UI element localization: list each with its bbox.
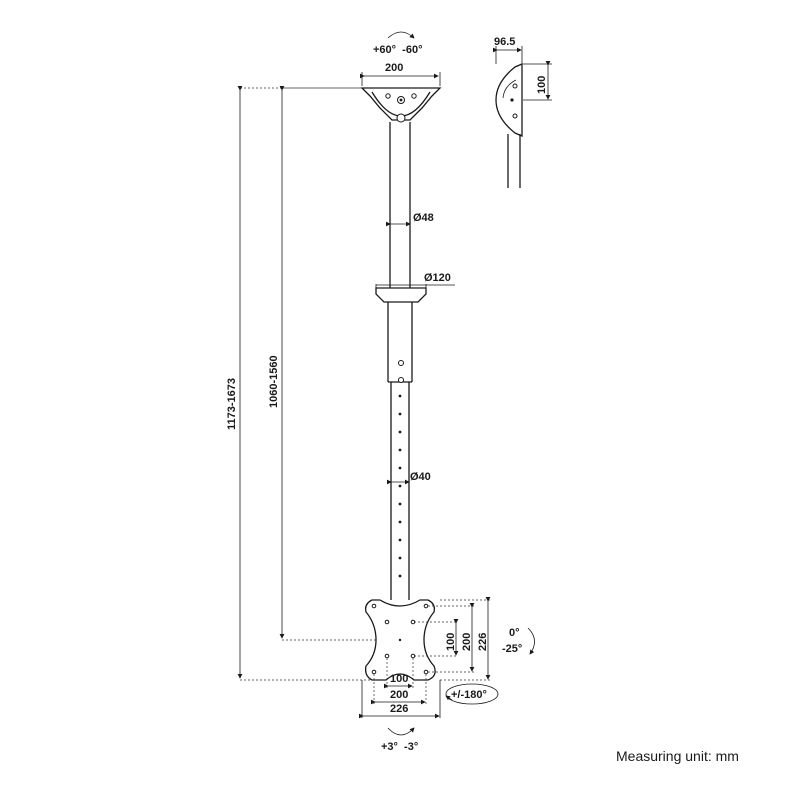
label-vesa-v-100: 100 xyxy=(445,633,457,651)
ceiling-plate xyxy=(360,87,442,123)
label-total-height: 1173-1673 xyxy=(226,378,238,430)
label-side-depth: 96.5 xyxy=(494,36,515,48)
label-tilt-top: 0° xyxy=(509,627,520,639)
dim-upper-tube: Ø48 xyxy=(386,212,434,227)
label-diameter-120: Ø120 xyxy=(424,272,451,284)
label-diameter-48: Ø48 xyxy=(413,212,434,224)
label-diameter-40: Ø40 xyxy=(410,471,431,483)
swivel-indicator: +/-180° xyxy=(445,683,499,705)
label-side-height: 100 xyxy=(536,76,548,94)
lower-tube xyxy=(390,382,410,600)
label-plate-width: 226 xyxy=(390,703,408,715)
dim-ceiling-plate-width: 200 xyxy=(360,62,441,86)
label-vesa-v-200: 200 xyxy=(461,633,473,651)
tilt-indicator: 0° -25° xyxy=(502,627,535,655)
dim-side-depth: 96.5 xyxy=(493,36,523,64)
side-view xyxy=(495,63,523,188)
upper-tube xyxy=(389,122,411,288)
label-swivel: +/-180° xyxy=(451,689,487,701)
measuring-unit-note: Measuring unit: mm xyxy=(616,748,739,764)
label-tilt-bottom: -25° xyxy=(502,643,522,655)
label-vesa-h-200: 200 xyxy=(390,689,408,701)
rotation-top: +60° -60° xyxy=(373,31,422,56)
dim-vesa-vertical: 100 200 226 xyxy=(414,597,491,681)
label-200-top: 200 xyxy=(385,62,403,74)
dim-adjust-height: 1060-1560 xyxy=(268,86,376,641)
label-adjust-height: 1060-1560 xyxy=(268,355,280,408)
label-roll: +3° -3° xyxy=(381,741,418,753)
roll-indicator: +3° -3° xyxy=(381,727,418,753)
label-rotation-top: +60° -60° xyxy=(373,44,422,56)
middle-sleeve xyxy=(387,302,413,383)
vesa-plate xyxy=(364,599,436,681)
collar: Ø120 xyxy=(375,272,455,303)
dim-lower-tube: Ø40 xyxy=(387,471,431,485)
dim-side-height: 100 xyxy=(523,61,552,101)
label-plate-height: 226 xyxy=(477,633,489,651)
label-vesa-h-100: 100 xyxy=(390,673,408,685)
dim-vesa-horizontal: 100 200 226 xyxy=(359,658,441,719)
dim-total-height: 1173-1673 xyxy=(226,86,372,681)
